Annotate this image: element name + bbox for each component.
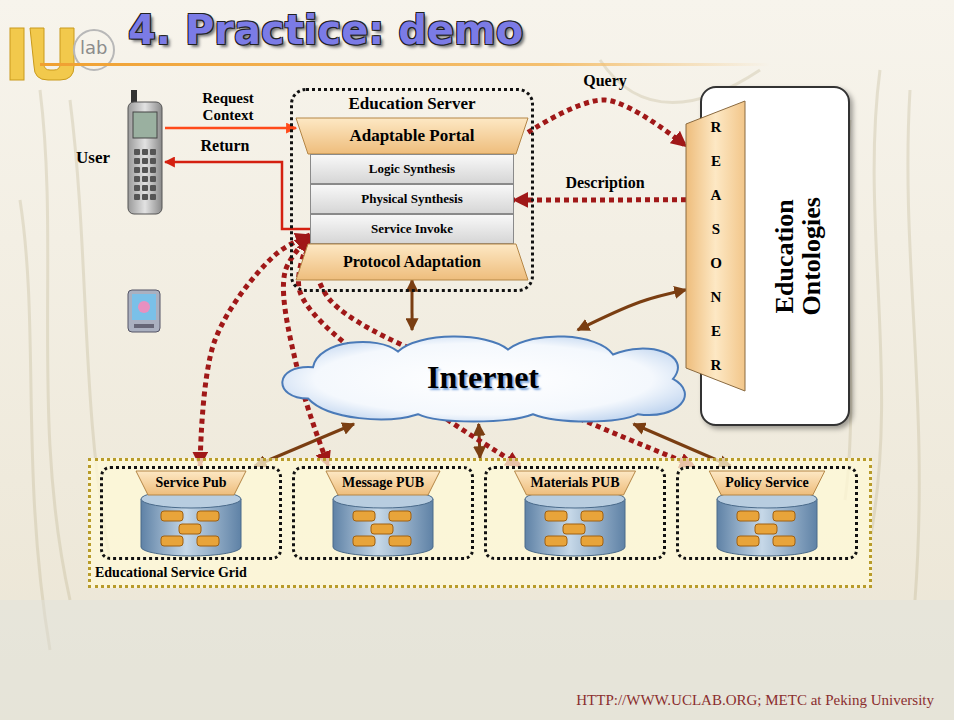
server-box: Education ServerAdaptable PortalLogic Sy… <box>290 88 534 292</box>
footer-caption: HTTP://WWW.UCLAB.ORG; METC at Peking Uni… <box>576 692 934 709</box>
node-label: Adaptable Portal <box>349 126 474 146</box>
mobile-phone-icon <box>128 90 162 214</box>
node-label: Message PUB <box>342 473 424 493</box>
node-label: Educational Service Grid <box>95 565 247 581</box>
node-label: Education Server <box>348 94 475 114</box>
node-label: Service Invoke <box>371 222 453 237</box>
database-cylinder <box>717 490 817 556</box>
label-band <box>709 471 825 495</box>
database-cylinder <box>333 490 433 556</box>
edge-label: Return <box>185 137 265 155</box>
connector-arrow <box>411 280 414 330</box>
cloud-outline <box>282 336 685 421</box>
connector-arrow <box>200 235 310 466</box>
node-label: Education Ontologies <box>771 186 826 326</box>
connector-arrow <box>165 162 310 229</box>
trapezoid-outline <box>296 244 528 280</box>
logo-text: lab <box>80 38 107 58</box>
reasoner-band: REASONER <box>686 100 746 392</box>
portal-band: Adaptable Portal <box>296 118 528 154</box>
trapezoid-outline <box>296 118 528 154</box>
pda-icon <box>128 290 160 332</box>
database-cylinder <box>141 490 241 556</box>
slide-title: 4. Practice: demo <box>128 6 523 54</box>
layer-box: Physical Synthesis <box>310 184 514 214</box>
node-label: Physical Synthesis <box>361 192 463 207</box>
node-label: Logic Synthesis <box>369 162 455 177</box>
node-label: REASONER <box>709 110 724 382</box>
uclab-logo <box>10 28 114 80</box>
lake-band <box>0 600 954 720</box>
service-box: Materials PUB <box>484 466 666 560</box>
internet-cloud: Internet <box>268 330 698 424</box>
connector-arrow <box>578 290 686 330</box>
database-cylinder <box>525 490 625 556</box>
label-band <box>136 471 246 495</box>
protocol-band: Protocol Adaptation <box>296 244 528 280</box>
grid-region: Educational Service Grid Service Pub Messa… <box>88 458 872 588</box>
node-label: Protocol Adaptation <box>343 253 481 271</box>
label-band <box>326 471 440 495</box>
edge-label: Description <box>545 174 665 192</box>
connector-arrow <box>528 100 686 146</box>
service-box: Message PUB <box>292 466 474 560</box>
node-label: Materials PUB <box>530 473 619 493</box>
connector-arrow <box>514 197 686 202</box>
node-label: User <box>72 148 110 168</box>
layer-box: Service Invoke <box>310 214 514 244</box>
label-band <box>514 471 635 495</box>
layer-box: Logic Synthesis <box>310 154 514 184</box>
reasoner-outline <box>686 101 745 391</box>
reasoner-band-shape <box>686 100 746 392</box>
title-underline <box>40 63 770 66</box>
service-box: Service Pub <box>100 466 282 560</box>
node-label: Policy Service <box>725 473 809 493</box>
user-device: User <box>72 95 165 220</box>
node-label: Service Pub <box>155 473 226 493</box>
node-label: Internet <box>427 359 539 396</box>
willow-branches <box>20 60 919 650</box>
edge-label: Request Context <box>190 90 266 123</box>
connector-arrow <box>165 127 296 130</box>
edge-label: Query <box>570 72 640 90</box>
service-box: Policy Service <box>676 466 858 560</box>
